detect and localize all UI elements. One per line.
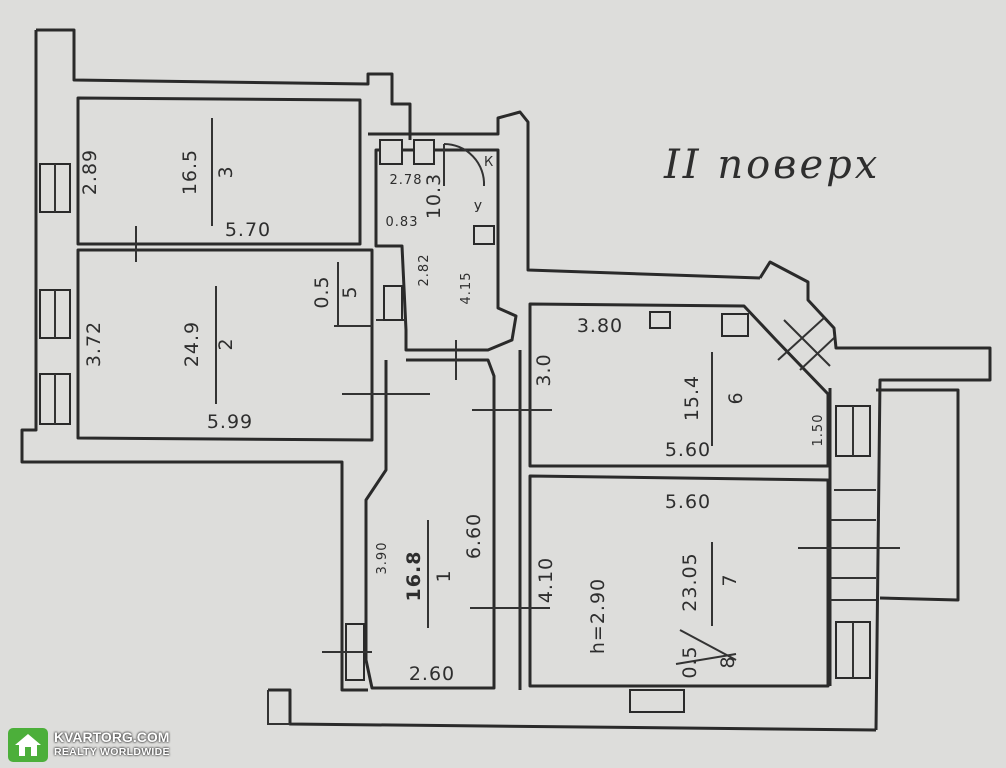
wall-room-7 xyxy=(528,474,830,688)
dim-corridor-width: 2.60 xyxy=(409,663,455,685)
dim-room-6-side: 1.50 xyxy=(811,414,826,447)
stove-fixture xyxy=(473,225,495,245)
radiator-fixture xyxy=(649,311,671,329)
watermark-name: KVARTORG.COM xyxy=(54,729,170,745)
counter-fixture xyxy=(721,313,749,337)
dim-corridor-a: 3.90 xyxy=(375,542,390,575)
dim-room-6-width: 5.60 xyxy=(665,439,711,461)
room-7-number: 7 xyxy=(719,573,741,586)
room-1-area: 16.8 xyxy=(403,551,425,602)
dim-corridor-length: 6.60 xyxy=(463,513,485,559)
bath-door-arc xyxy=(443,142,486,187)
wall-room-6 xyxy=(528,302,830,468)
wall-bottom-end xyxy=(267,690,290,725)
toilet-fixture xyxy=(413,139,435,165)
dim-room-6-depth: 3.0 xyxy=(533,353,555,386)
wall-bottom xyxy=(268,688,877,732)
room-6-number: 6 xyxy=(725,391,747,404)
watermark-logo: KVARTORG.COM REALTY WORLDWIDE xyxy=(8,726,186,764)
wall-balcony xyxy=(876,388,960,602)
sink-fixture xyxy=(379,139,403,165)
dim-room-2-depth: 3.72 xyxy=(83,321,105,367)
room-3-number: 3 xyxy=(215,165,237,178)
room-1-label: 1 16.8 xyxy=(403,520,455,628)
dimension-labels: 5.70 2.89 5.99 3.72 2.78 0.83 2.82 4.15 … xyxy=(79,149,826,685)
room-8-area: 0.5 xyxy=(679,645,701,678)
room-2-area: 24.9 xyxy=(181,321,203,367)
mark-u: У xyxy=(474,201,483,216)
room-6-label: 6 15.4 xyxy=(681,352,747,446)
room-7-area: 23.05 xyxy=(679,552,701,611)
room-1-number: 1 xyxy=(433,569,455,582)
room-3-label: 3 16.5 xyxy=(179,118,237,226)
room-6-area: 15.4 xyxy=(681,375,703,421)
niche-5 xyxy=(383,285,403,321)
wall-bay xyxy=(758,260,992,731)
room-7-label: 7 23.05 xyxy=(679,542,741,626)
wall-left-outer xyxy=(20,30,368,692)
mark-k: К xyxy=(484,155,494,170)
room-2-number: 2 xyxy=(215,337,237,350)
window-bottom xyxy=(629,689,685,713)
dim-room-7-width: 5.60 xyxy=(665,491,711,513)
room-8-label: 8 0.5 xyxy=(679,645,739,678)
fixtures xyxy=(379,139,749,337)
room-5-label: 5 0.5 xyxy=(311,262,361,326)
dim-room-2-width: 5.99 xyxy=(207,411,253,433)
room-4-area: 10.3 xyxy=(423,173,445,219)
dim-bath-d: 4.15 xyxy=(459,272,474,305)
wall-bath-top xyxy=(368,110,761,280)
room-5-number: 5 xyxy=(339,285,361,298)
dim-bath-a: 2.78 xyxy=(390,173,423,188)
dim-bath-b: 0.83 xyxy=(386,215,419,230)
door-openings xyxy=(135,226,900,665)
room-4-label: 10.3 xyxy=(423,173,445,219)
dim-room-7-depth: 4.10 xyxy=(535,557,557,603)
wall-room-3 xyxy=(76,96,362,246)
dim-room-6-top: 3.80 xyxy=(577,315,623,337)
house-icon xyxy=(8,728,48,762)
wall-bathroom xyxy=(374,148,518,352)
watermark-subtitle: REALTY WORLDWIDE xyxy=(54,746,170,758)
wall-top-left xyxy=(36,28,412,140)
dim-room-3-width: 5.70 xyxy=(225,219,271,241)
room-2-label: 2 24.9 xyxy=(181,286,237,404)
ceiling-height: h=2.90 xyxy=(587,578,609,654)
floor-title: II поверх xyxy=(663,142,880,188)
wall-corridor xyxy=(364,358,496,690)
wall-room-2 xyxy=(76,248,374,442)
room-3-area: 16.5 xyxy=(179,149,201,195)
walls xyxy=(20,28,992,732)
room-8-number: 8 xyxy=(717,655,739,668)
dim-room-3-depth: 2.89 xyxy=(79,149,101,195)
room-5-area: 0.5 xyxy=(311,275,333,308)
dim-bath-c: 2.82 xyxy=(417,254,432,287)
windows xyxy=(39,163,871,713)
